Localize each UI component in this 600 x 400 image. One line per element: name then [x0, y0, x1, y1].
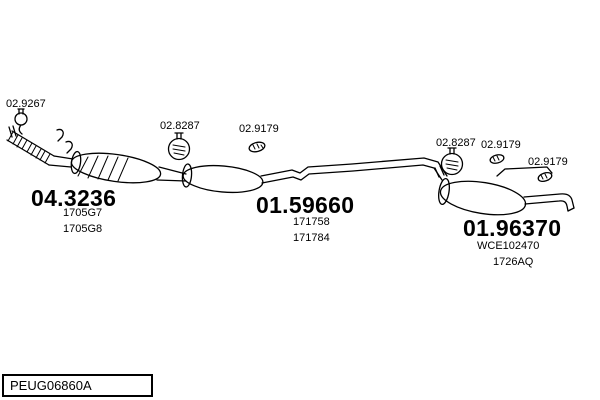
part-number-rear-silencer: 01.96370 — [463, 215, 562, 241]
rear-hanger-bracket — [496, 166, 553, 177]
oe-ref: 1705G8 — [63, 223, 103, 235]
oe-ref: 171784 — [293, 232, 330, 244]
oe-ref: 171758 — [293, 216, 330, 228]
oe-ref: 1726AQ — [493, 256, 534, 268]
oe-ref: WCE102470 — [477, 240, 540, 252]
part-number-rear-gasket: 02.9179 — [481, 139, 521, 151]
hanger-hook-icons — [56, 128, 73, 154]
gasket-icon-rear — [489, 154, 505, 164]
oe-ref: 1705G7 — [63, 207, 103, 219]
part-number-rear-clamp: 02.8287 — [436, 137, 476, 149]
drawing-code: PEUG06860A — [10, 378, 92, 393]
intermediate-pipe — [260, 157, 448, 184]
part-number-centre-silencer: 01.59660 — [256, 192, 355, 218]
clamp-icon-rear — [440, 147, 464, 176]
rear-silencer-drawing — [438, 177, 527, 216]
part-number-catalytic-converter: 04.3236 — [31, 185, 117, 211]
tailpipe — [523, 193, 575, 212]
catalytic-converter-drawing — [70, 150, 187, 184]
front-flex-pipe — [6, 130, 74, 168]
gasket-icon-centre — [248, 141, 266, 153]
part-number-tail-gasket: 02.9179 — [528, 156, 568, 168]
gasket-icon-tail — [537, 171, 553, 183]
drawing-code-box: PEUG06860A — [2, 374, 153, 397]
clamp-icon-centre — [167, 132, 191, 161]
part-number-centre-clamp: 02.8287 — [160, 120, 200, 132]
part-number-centre-gasket: 02.9179 — [239, 123, 279, 135]
rear-inlet-flange — [434, 165, 445, 178]
part-number-front-clamp: 02.9267 — [6, 98, 46, 110]
clamp-icon-front — [14, 108, 28, 135]
centre-silencer-drawing — [181, 163, 264, 194]
